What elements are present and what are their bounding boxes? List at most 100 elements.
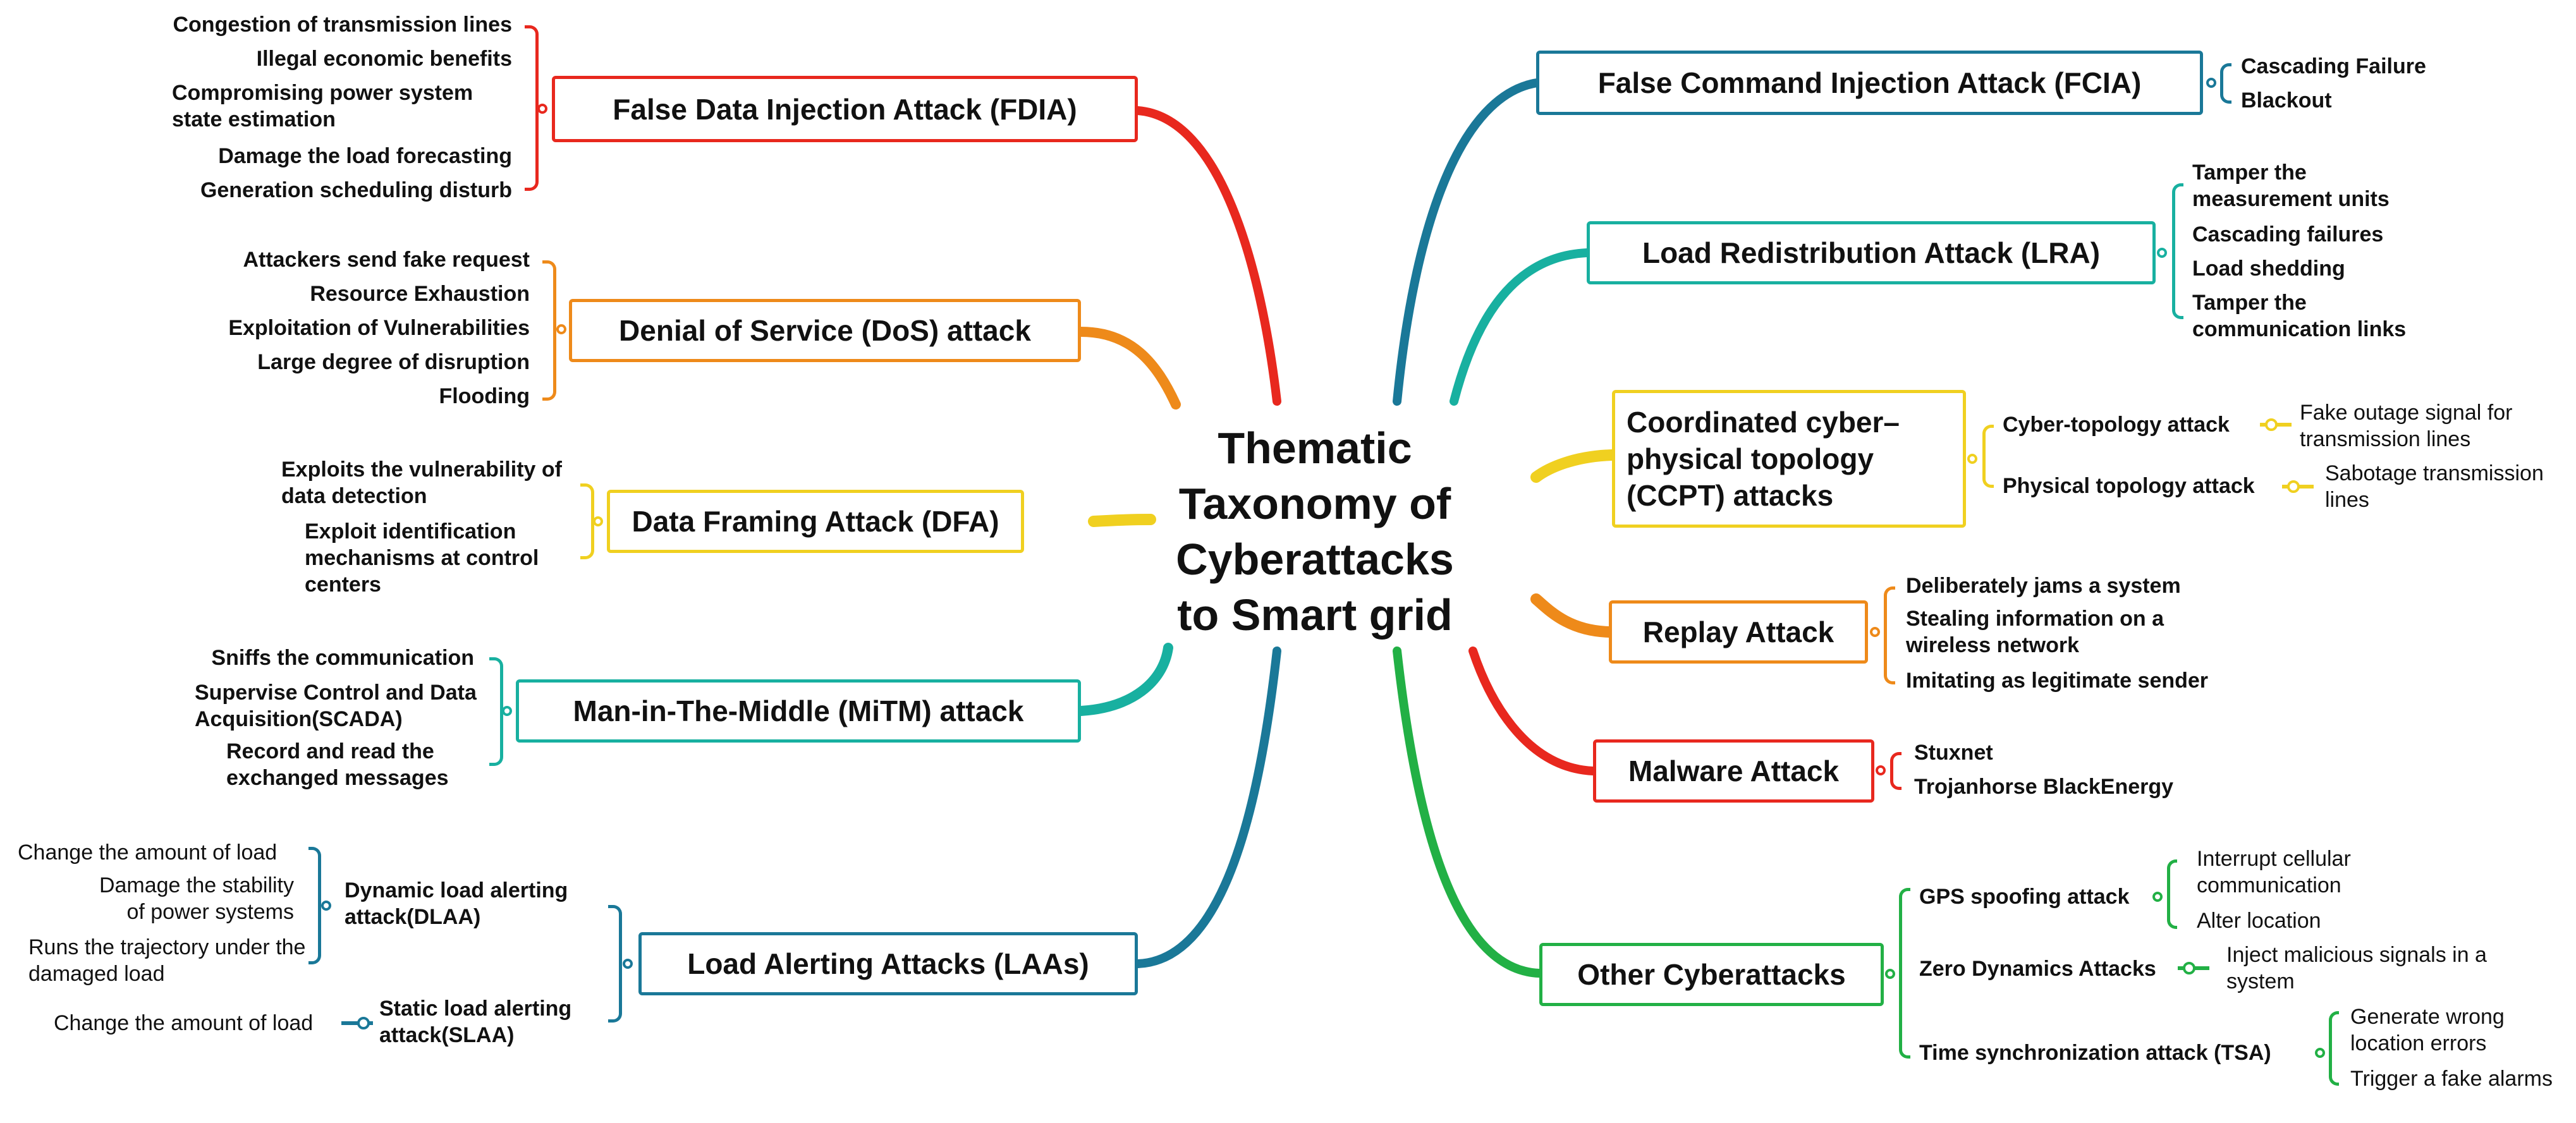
dos-item-1: Attackers send fake request — [243, 248, 530, 272]
node-dfa[interactable]: Data Framing Attack (DFA) — [607, 490, 1024, 553]
branch-mitm — [1076, 643, 1173, 716]
node-mitm-bracket — [489, 657, 503, 766]
other-tsa-bracket — [2329, 1011, 2339, 1086]
node-malware-bracket — [1890, 752, 1901, 790]
branch-fcia — [1393, 78, 1547, 406]
mitm-item-1: Sniffs the communication — [211, 646, 474, 670]
branch-other — [1393, 646, 1544, 978]
node-fcia-bracket — [2220, 63, 2231, 104]
node-fcia-connector — [2206, 78, 2216, 88]
fcia-item-1: Cascading Failure — [2241, 54, 2426, 78]
malware-item-2: Trojanhorse BlackEnergy — [1914, 775, 2174, 799]
laa-sub-dlaa-connector — [321, 901, 331, 911]
other-gps-bracket — [2167, 859, 2177, 929]
zda-item-1: Inject malicious signals in a system — [2226, 943, 2487, 993]
lra-item-1: Tamper the measurement units — [2192, 161, 2390, 211]
node-dfa-bracket — [580, 483, 594, 559]
mitm-item-3: Record and read the exchanged messages — [226, 739, 449, 790]
branch-lra — [1450, 248, 1591, 406]
center-title-line-2: Taxonomy of — [1178, 479, 1451, 528]
laa-sub-dlaa-bracket — [308, 847, 321, 964]
replay-item-3: Imitating as legitimate sender — [1906, 669, 2209, 693]
branch-malware — [1468, 646, 1597, 775]
replay-item-2: Stealing information on a wireless netwo… — [1906, 607, 2164, 657]
dfa-item-1: Exploits the vulnerability of data detec… — [281, 458, 562, 508]
center-title-line-3: Cyberattacks — [1176, 535, 1454, 584]
ccpt-cyber-connector — [2260, 418, 2292, 431]
node-ccpt[interactable]: Coordinated cyber–physical topology (CCP… — [1612, 390, 1966, 528]
laa-sub-slaa[interactable]: Static load alerting attack(SLAA) — [379, 997, 572, 1047]
node-other-connector — [1885, 969, 1895, 979]
dlaa-item-3: Runs the trajectory under the damaged lo… — [28, 935, 306, 986]
ccpt-sub-physical[interactable]: Physical topology attack — [2003, 474, 2255, 498]
fdia-item-3: Compromising power system state estimati… — [172, 81, 473, 131]
fdia-item-4: Damage the load forecasting — [218, 144, 512, 168]
node-mitm[interactable]: Man-in-The-Middle (MiTM) attack — [516, 679, 1081, 743]
node-lra-bracket — [2172, 183, 2183, 319]
branch-replay — [1530, 593, 1615, 638]
other-gps-connector — [2152, 892, 2163, 902]
other-sub-tsa[interactable]: Time synchronization attack (TSA) — [1919, 1041, 2271, 1065]
node-laa-connector — [623, 959, 633, 969]
node-malware-connector — [1876, 765, 1886, 775]
dlaa-item-1: Change the amount of load — [18, 841, 278, 865]
branch-ccpt — [1530, 449, 1618, 483]
branch-dfa — [1088, 514, 1156, 527]
node-laa-bracket — [608, 905, 622, 1023]
zda-connector — [2178, 962, 2209, 974]
dos-item-2: Resource Exhaustion — [310, 282, 530, 306]
node-replay-bracket — [1884, 586, 1895, 684]
tsa-item-2: Trigger a fake alarms — [2350, 1067, 2553, 1091]
node-fdia[interactable]: False Data Injection Attack (FDIA) — [552, 76, 1138, 142]
center-title-line-1: Thematic — [1218, 423, 1412, 473]
dos-item-4: Large degree of disruption — [257, 350, 530, 374]
node-other[interactable]: Other Cyberattacks — [1539, 943, 1884, 1006]
node-other-bracket — [1899, 888, 1910, 1059]
node-dos[interactable]: Denial of Service (DoS) attack — [569, 299, 1081, 362]
branch-laa — [1133, 646, 1281, 968]
node-replay[interactable]: Replay Attack — [1609, 600, 1868, 664]
node-lra-connector — [2157, 248, 2167, 258]
other-sub-zda[interactable]: Zero Dynamics Attacks — [1919, 957, 2156, 981]
lra-item-3: Load shedding — [2192, 257, 2345, 281]
node-mitm-connector — [502, 706, 512, 716]
slaa-connector — [341, 1017, 373, 1029]
node-malware[interactable]: Malware Attack — [1593, 739, 1874, 803]
node-fdia-bracket — [525, 25, 539, 191]
fdia-item-5: Generation scheduling disturb — [200, 178, 512, 202]
fcia-item-2: Blackout — [2241, 88, 2332, 112]
laa-sub-dlaa[interactable]: Dynamic load alerting attack(DLAA) — [345, 878, 568, 929]
dfa-item-2: Exploit identification mechanisms at con… — [305, 519, 539, 597]
ccpt-physical-connector — [2282, 480, 2314, 493]
node-dos-bracket — [542, 260, 556, 401]
ccpt-physical-item-1: Sabotage transmission lines — [2325, 461, 2544, 512]
node-dfa-connector — [593, 516, 603, 526]
node-fcia[interactable]: False Command Injection Attack (FCIA) — [1536, 51, 2203, 115]
tsa-item-1: Generate wrong location errors — [2350, 1005, 2505, 1055]
center-title: Thematic Taxonomy of Cyberattacks to Sma… — [1173, 420, 1457, 643]
other-sub-gps[interactable]: GPS spoofing attack — [1919, 885, 2130, 909]
ccpt-cyber-item-1: Fake outage signal for transmission line… — [2300, 401, 2513, 451]
center-title-line-4: to Smart grid — [1177, 590, 1453, 640]
lra-item-2: Cascading failures — [2192, 222, 2384, 246]
node-replay-connector — [1870, 627, 1880, 637]
dlaa-item-2: Damage the stability of power systems — [99, 873, 294, 924]
fdia-item-1: Congestion of transmission lines — [173, 13, 512, 37]
node-fdia-connector — [537, 104, 547, 114]
gps-item-2: Alter location — [2197, 909, 2321, 933]
lra-item-4: Tamper the communication links — [2192, 291, 2407, 341]
branch-fdia — [1133, 106, 1281, 406]
other-tsa-connector — [2315, 1048, 2325, 1058]
slaa-item-1: Change the amount of load — [54, 1011, 314, 1035]
node-lra[interactable]: Load Redistribution Attack (LRA) — [1587, 221, 2156, 284]
gps-item-1: Interrupt cellular communication — [2197, 847, 2351, 897]
fdia-item-2: Illegal economic benefits — [256, 47, 512, 71]
dos-item-5: Flooding — [439, 384, 530, 408]
node-ccpt-connector — [1967, 454, 1977, 464]
node-laa[interactable]: Load Alerting Attacks (LAAs) — [638, 932, 1138, 995]
mitm-item-2: Supervise Control and Data Acquisition(S… — [195, 681, 477, 731]
ccpt-sub-cyber[interactable]: Cyber-topology attack — [2003, 413, 2230, 437]
node-ccpt-bracket — [1982, 425, 1994, 488]
branch-dos — [1076, 327, 1181, 410]
